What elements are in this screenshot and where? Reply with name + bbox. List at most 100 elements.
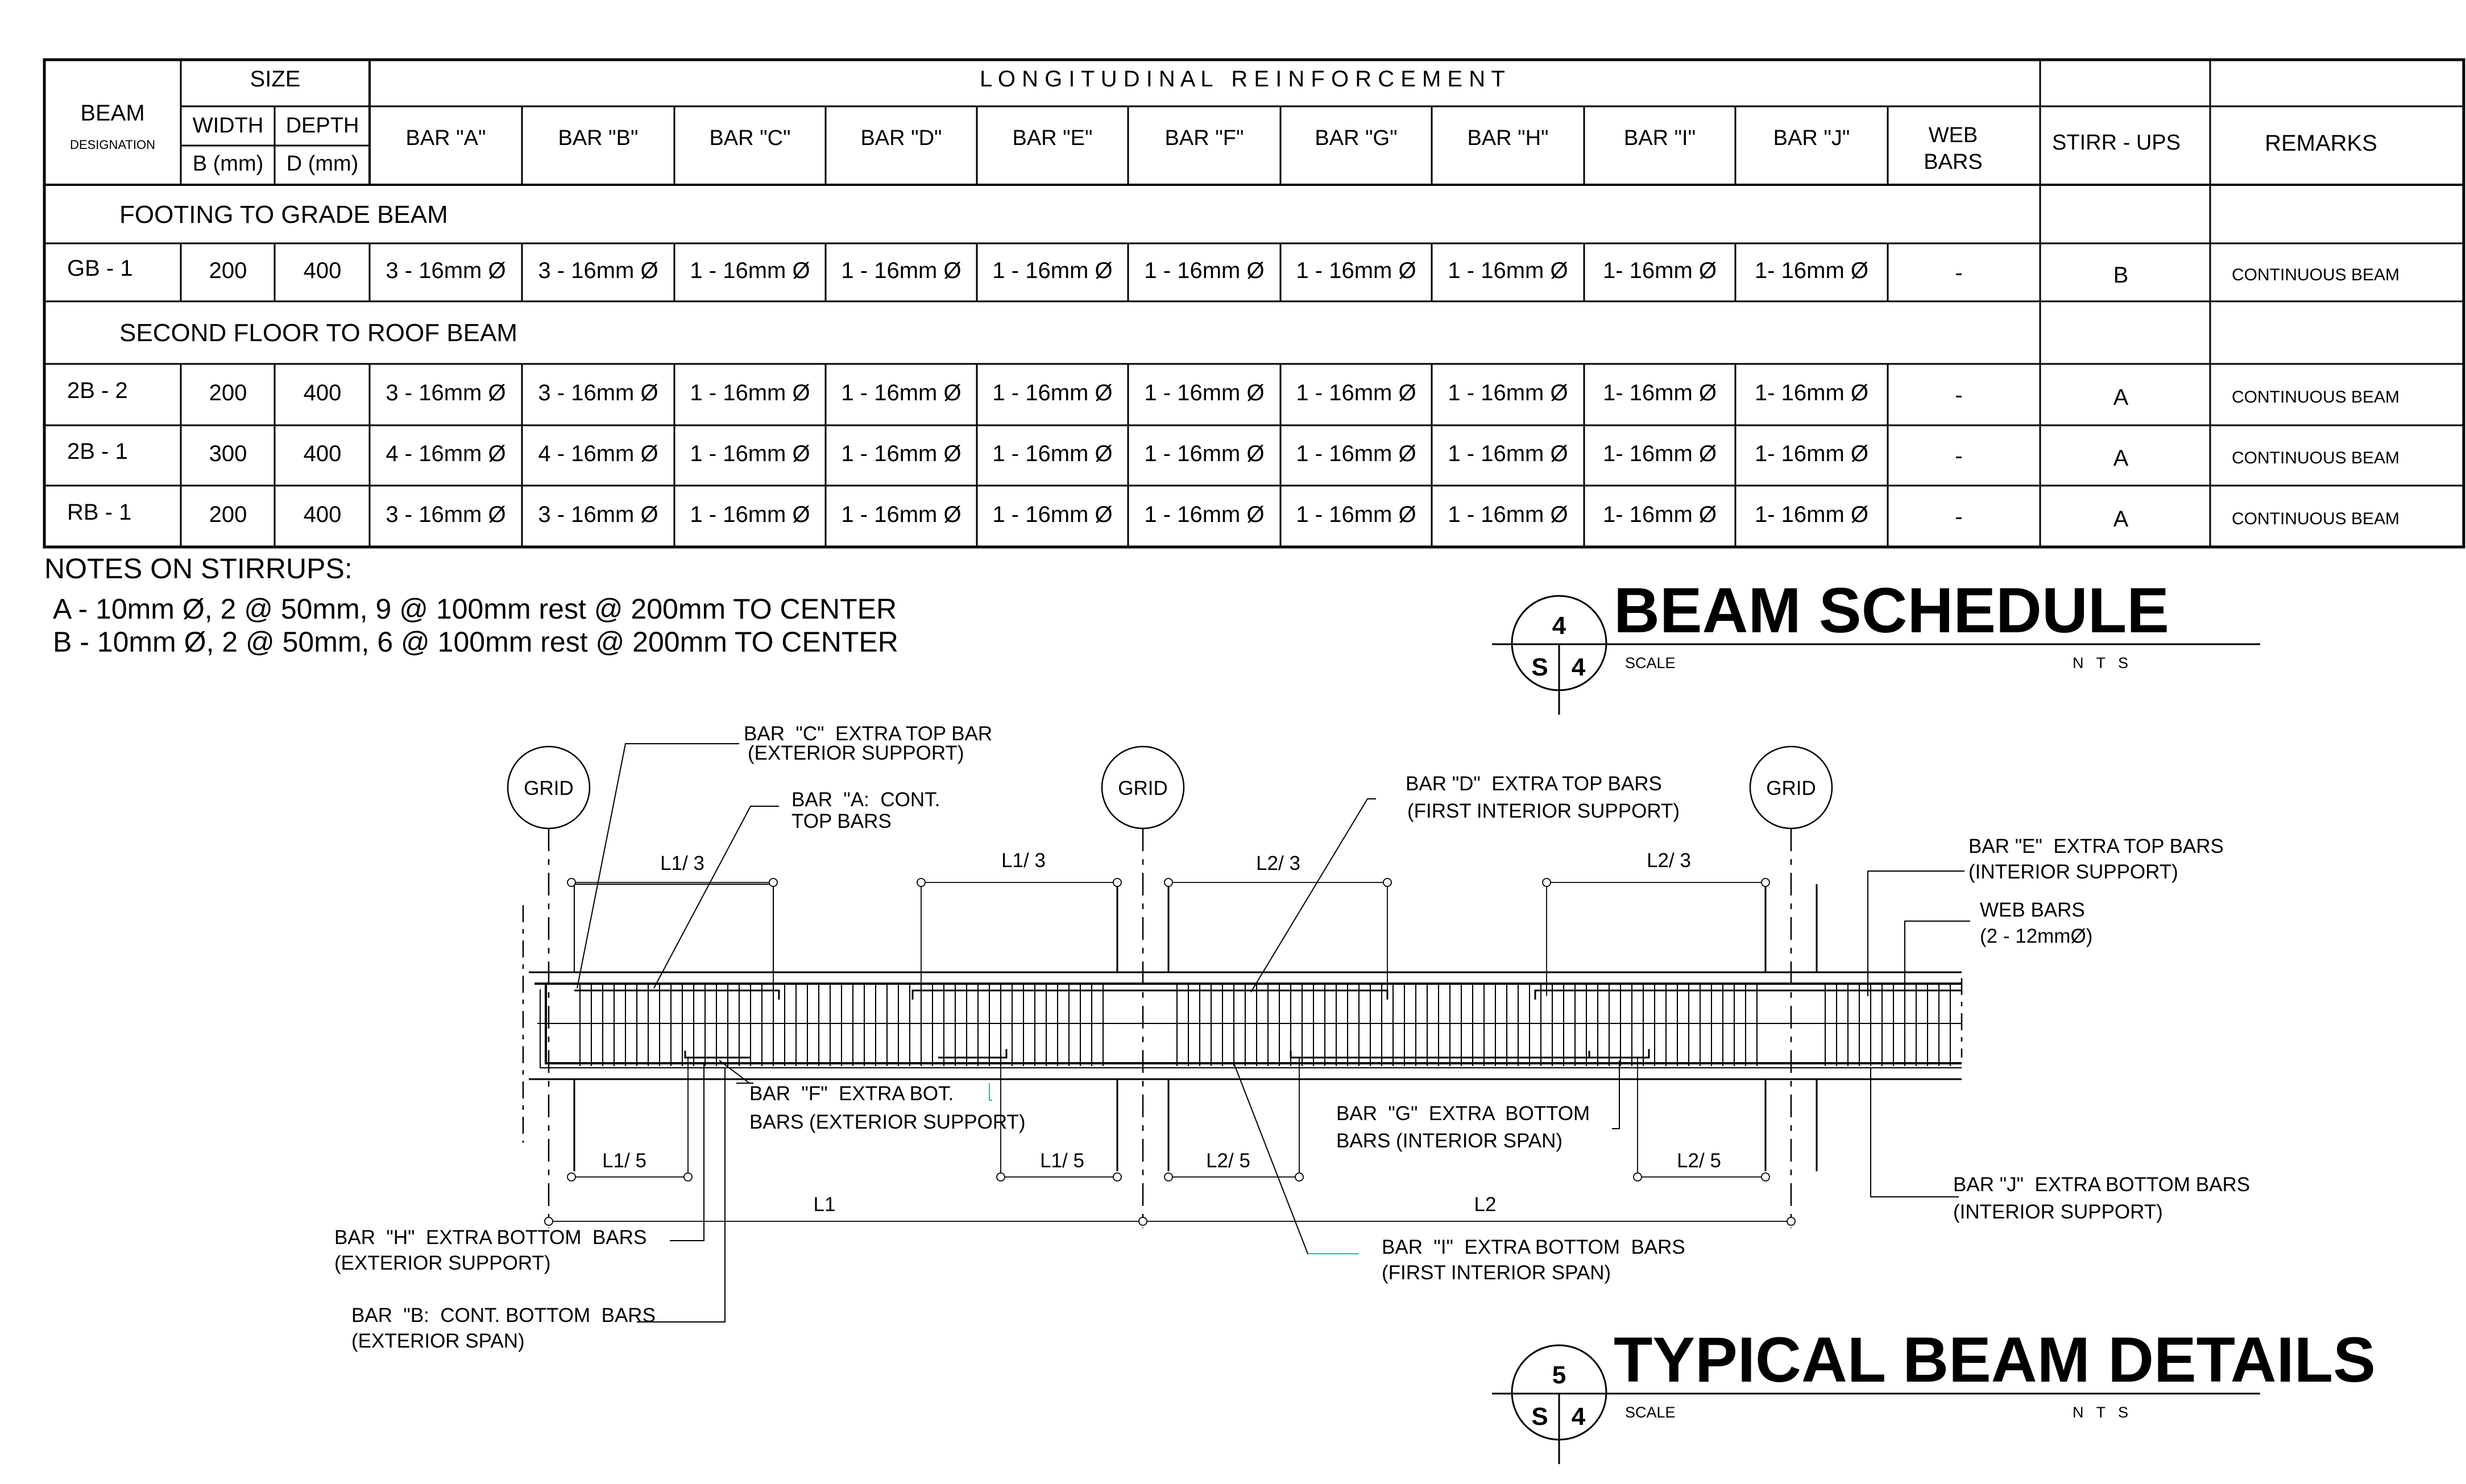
stirrup-cell: B (2113, 263, 2129, 288)
bar-cell: 1 - 16mm Ø (690, 380, 810, 405)
beam-depth: 400 (304, 380, 342, 405)
bar-column-header: BAR "A" (405, 126, 486, 150)
bar-cell: 3 - 16mm Ø (386, 502, 505, 527)
dimension-label: L2/ 3 (1647, 849, 1691, 872)
beam-width: 200 (209, 258, 247, 283)
sheet-number: 4 (1572, 1403, 1586, 1431)
bar-cell: 3 - 16mm Ø (538, 258, 658, 283)
b-mm-header: B (mm) (193, 152, 264, 176)
beam-schedule-title: BEAM SCHEDULE (1614, 575, 2169, 646)
bar-cell: 1- 16mm Ø (1603, 502, 1717, 527)
bar-cell: 4 - 16mm Ø (538, 441, 658, 466)
remarks-cell: CONTINUOUS BEAM (2232, 449, 2399, 467)
bar-cell: 1 - 16mm Ø (841, 258, 961, 283)
note-line: A - 10mm Ø, 2 @ 50mm, 9 @ 100mm rest @ 2… (53, 593, 897, 625)
width-header: WIDTH (193, 114, 264, 138)
depth-header: DEPTH (286, 114, 359, 138)
bar-cell: 1- 16mm Ø (1603, 441, 1717, 466)
bar-e-label: BAR "E" EXTRA TOP BARS (1968, 835, 2224, 857)
title-block-beam-details (1492, 1344, 2260, 1464)
bar-column-header: BAR "F" (1165, 126, 1244, 150)
dimension-label: L2/ 5 (1206, 1150, 1250, 1172)
beam-width: 200 (209, 380, 247, 405)
dimension-label: L2/ 5 (1677, 1150, 1721, 1172)
sheet-number: 4 (1572, 653, 1586, 681)
schedule-header: BEAM DESIGNATION SIZE WIDTH DEPTH B (mm)… (70, 67, 2377, 176)
bar-cell: 1 - 16mm Ø (841, 380, 961, 405)
d-mm-header: D (mm) (287, 152, 359, 176)
typical-beam-details-title: TYPICAL BEAM DETAILS (1614, 1324, 2376, 1395)
beam-detail-labels: GRID GRID GRID L1/ 3 L1/ 3 L2/ 3 L2/ 3 L… (334, 723, 2250, 1352)
beam-width: 300 (209, 441, 247, 466)
bar-cell: 1- 16mm Ø (1603, 258, 1717, 283)
bar-cell: 1 - 16mm Ø (1296, 258, 1416, 283)
remarks-header: REMARKS (2265, 131, 2377, 156)
bar-column-header: BAR "E" (1012, 126, 1092, 150)
bar-j-label: (INTERIOR SUPPORT) (1953, 1201, 2163, 1223)
dimension-label: L1/ 5 (1040, 1150, 1084, 1172)
bar-g-label: BARS (INTERIOR SPAN) (1336, 1130, 1563, 1152)
beam-depth: 400 (304, 258, 342, 283)
bar-column-header: BAR "I" (1624, 126, 1696, 150)
scale-value: N T S (2073, 654, 2128, 671)
bar-h-label: BAR "H" EXTRA BOTTOM BARS (334, 1226, 646, 1249)
bar-a-label: BAR "A: CONT. (791, 789, 940, 811)
bar-g-label: BAR "G" EXTRA BOTTOM (1336, 1102, 1590, 1125)
dimension-label: L1/ 5 (602, 1150, 646, 1172)
note-line: B - 10mm Ø, 2 @ 50mm, 6 @ 100mm rest @ 2… (53, 626, 898, 658)
bar-cell: 1 - 16mm Ø (992, 258, 1112, 283)
remarks-cell: CONTINUOUS BEAM (2232, 509, 2399, 528)
dimension-label: L2 (1474, 1193, 1497, 1216)
bar-cell: 1 - 16mm Ø (1296, 502, 1416, 527)
web-bars-header-1: WEB (1929, 123, 1978, 147)
grid-label: GRID (1118, 777, 1168, 799)
bar-cell: 1 - 16mm Ø (1144, 258, 1264, 283)
table-row: GB - 1 200 400 3 - 16mm Ø 3 - 16mm Ø 1 - 16mm… (67, 256, 2399, 288)
bar-cell: 1 - 16mm Ø (1448, 502, 1568, 527)
beam-mark: 2B - 1 (67, 439, 128, 464)
bar-column-header: BAR "C" (709, 126, 790, 150)
bar-cell: 3 - 16mm Ø (386, 380, 505, 405)
bar-cell: 1- 16mm Ø (1755, 502, 1868, 527)
schedule-body: FOOTING TO GRADE BEAM SECOND FLOOR TO RO… (67, 201, 2399, 532)
beam-detail-drawing (507, 743, 1970, 1323)
bar-cell: 1 - 16mm Ø (1448, 258, 1568, 283)
bar-i-label: BAR "I" EXTRA BOTTOM BARS (1382, 1236, 1685, 1258)
bar-column-header: BAR "G" (1315, 126, 1397, 150)
bar-e-label: (INTERIOR SUPPORT) (1968, 861, 2178, 883)
beam-depth: 400 (304, 441, 342, 466)
bar-cell: 1 - 16mm Ø (690, 502, 810, 527)
sheet-letter: S (1531, 1403, 1548, 1431)
web-bars-cell: - (1955, 443, 1962, 469)
web-bars-header-2: BARS (1924, 150, 1982, 174)
bar-cell: 1 - 16mm Ø (1144, 380, 1264, 405)
web-bars-label: (2 - 12mmØ) (1980, 925, 2092, 947)
bar-cell: 1 - 16mm Ø (1144, 502, 1264, 527)
bar-cell: 1 - 16mm Ø (992, 502, 1112, 527)
dimension-label: L1/ 3 (660, 852, 704, 874)
bar-cell: 3 - 16mm Ø (386, 258, 505, 283)
remarks-cell: CONTINUOUS BEAM (2232, 388, 2399, 407)
bar-cell: 3 - 16mm Ø (538, 380, 658, 405)
stirrup-cell: A (2113, 385, 2129, 410)
grid-label: GRID (524, 777, 574, 799)
bar-cell: 1- 16mm Ø (1755, 258, 1868, 283)
table-row: 2B - 2 200 400 3 - 16mm Ø 3 - 16mm Ø 1 - 16mm… (67, 378, 2399, 410)
bar-h-label: (EXTERIOR SUPPORT) (334, 1252, 551, 1274)
beam-header: BEAM (80, 101, 144, 126)
beam-mark: 2B - 2 (67, 378, 128, 403)
title-block-beam-schedule (1492, 595, 2260, 715)
scale-label: SCALE (1625, 1404, 1676, 1421)
bar-b-label: (EXTERIOR SPAN) (351, 1330, 525, 1352)
notes-title: NOTES ON STIRRUPS: (44, 553, 353, 585)
remarks-cell: CONTINUOUS BEAM (2232, 266, 2399, 284)
bar-cell: 1- 16mm Ø (1603, 380, 1717, 405)
bar-cell: 3 - 16mm Ø (538, 502, 658, 527)
bar-j-label: BAR "J" EXTRA BOTTOM BARS (1953, 1174, 2250, 1196)
web-bars-cell: - (1955, 383, 1962, 408)
beam-mark: GB - 1 (67, 256, 133, 281)
bar-d-label: (FIRST INTERIOR SUPPORT) (1407, 800, 1680, 822)
sheet-letter: S (1531, 653, 1548, 681)
